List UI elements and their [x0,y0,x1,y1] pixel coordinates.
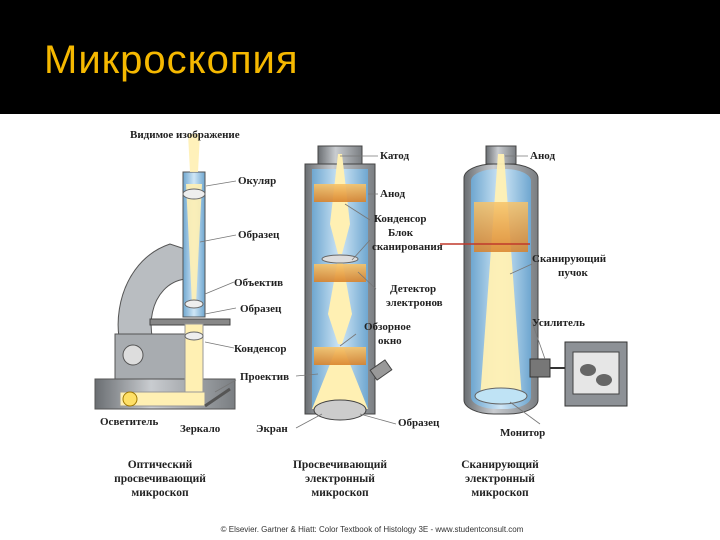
caption-light-line3: микроскоп [131,487,189,499]
sem-lens [474,202,528,252]
label-tem-specimen: Образец [398,417,440,429]
caption-sem-line1: Сканирующий [461,459,539,471]
label-scan-block-line2: сканирования [372,241,443,253]
label-mirror: Зеркало [180,423,221,435]
light-microscope [94,134,236,410]
objective-lens [184,299,204,309]
microscope-diagrams: Видимое изображение Окуляр Образец Объек… [94,129,628,534]
light-path-base [119,391,206,407]
mirror [204,387,231,408]
label-viewing-window-line1: Обзорное [364,321,411,333]
label-electron-detector-line2: электронов [386,297,443,309]
caption-tem-line1: Просвечивающий [293,459,387,471]
label-illuminator: Осветитель [100,416,158,428]
copyright-credit: © Elsevier. Gartner & Hiatt: Color Textb… [221,525,524,534]
label-objective: Объектив [234,277,283,289]
caption-tem-line3: микроскоп [311,487,369,499]
tem-specimen [321,254,359,264]
label-sem-anode: Анод [530,150,555,162]
tem-objective-lens [314,264,366,282]
light-beam-top [188,134,200,172]
tem-anode-lens [314,184,366,202]
scanning-electron-microscope [440,145,628,415]
label-amplifier: Усилитель [532,317,585,329]
label-specimen: Образец [240,303,282,315]
label-specimen-top: Образец [238,229,280,241]
sem-detector [529,358,551,378]
microscopy-figure: Видимое изображение Окуляр Образец Объек… [0,114,720,540]
monitor-image-cell [580,364,596,376]
sem-beam [480,154,522,399]
slide-title: Микроскопия [44,38,299,82]
tem-projector-lens [314,347,366,365]
caption-sem-line3: микроскоп [471,487,529,499]
label-condenser: Конденсор [234,343,287,355]
label-scanning-beam-line2: пучок [558,267,589,279]
label-scan-block-line1: Блок [388,227,414,239]
label-eyepiece: Окуляр [238,175,276,187]
label-screen: Экран [256,423,288,435]
transmission-electron-microscope [304,145,393,421]
caption-light-line2: просвечивающий [114,473,206,485]
monitor-screen [572,351,620,395]
tem-viewing-window [369,359,393,381]
label-condenser: Конденсор [374,213,427,225]
tem-beam-middle [328,259,352,344]
label-viewing-window-line2: окно [378,335,402,347]
monitor-image-cell [596,374,612,386]
title-bar: Микроскопия [0,0,720,114]
lamp-icon [122,391,138,407]
label-visible-image: Видимое изображение [130,129,240,141]
tem-beam-upper [330,154,350,254]
sem-specimen [474,387,528,405]
label-cathode: Катод [380,150,409,162]
tem-screen [313,399,367,421]
label-anode: Анод [380,188,405,200]
eyepiece-lens [182,188,206,200]
label-monitor: Монитор [500,427,545,439]
label-scanning-beam-line1: Сканирующий [532,253,607,265]
label-projector: Проектив [240,371,289,383]
caption-tem-line2: электронный [305,473,375,485]
light-beam [186,184,202,304]
caption-light-line1: Оптический [128,459,193,471]
tem-beam-lower [312,349,368,409]
condenser-lens [184,331,204,341]
focus-knob [122,344,144,366]
label-electron-detector-line1: Детектор [390,283,436,295]
leader-lines [199,155,546,429]
caption-sem-line2: электронный [465,473,535,485]
